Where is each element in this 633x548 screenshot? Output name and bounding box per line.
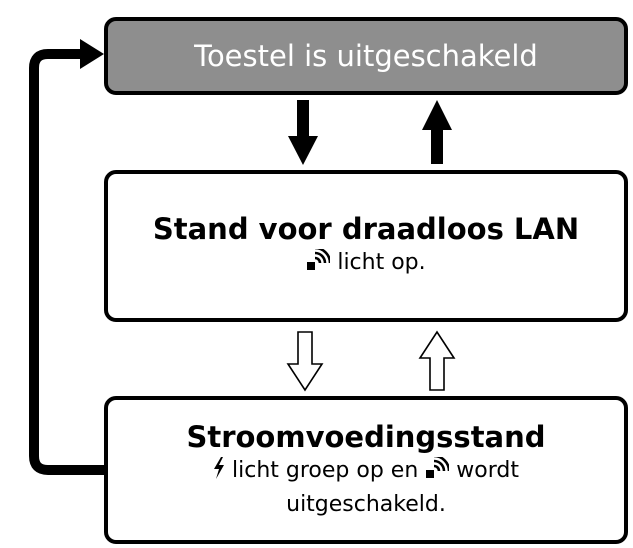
wireless-lan-icon <box>425 454 451 489</box>
state-power-title: Stroomvoedingsstand <box>186 419 546 454</box>
loop-arrow-head <box>80 39 104 69</box>
state-wlan-desc-text: licht op. <box>330 250 426 276</box>
down-arrow-hollow <box>286 331 324 392</box>
up-arrow-solid-shaft <box>431 128 443 164</box>
wireless-lan-icon <box>306 246 332 281</box>
lightning-icon <box>213 457 225 489</box>
state-power-desc-line2: uitgeschakeld. <box>286 492 446 518</box>
state-power-desc-part1: licht groep op en <box>225 458 426 484</box>
state-power-desc-part2: wordt <box>449 458 519 484</box>
state-power-desc: licht groep op en wordt uitgeschakeld. <box>213 454 519 521</box>
state-box-power: Stroomvoedingsstand licht groep op en wo… <box>104 396 628 544</box>
up-arrow-hollow <box>418 330 456 391</box>
loop-arrow-line <box>29 49 104 475</box>
state-off-title: Toestel is uitgeschakeld <box>194 38 538 73</box>
state-box-wireless-lan: Stand voor draadloos LAN licht op. <box>104 170 628 322</box>
state-box-off: Toestel is uitgeschakeld <box>104 17 628 95</box>
up-arrow-solid-head <box>422 100 452 130</box>
state-wlan-desc: licht op. <box>306 246 426 281</box>
state-wlan-title: Stand voor draadloos LAN <box>152 211 580 246</box>
down-arrow-solid-shaft <box>297 100 309 138</box>
down-arrow-solid-head <box>288 136 318 165</box>
